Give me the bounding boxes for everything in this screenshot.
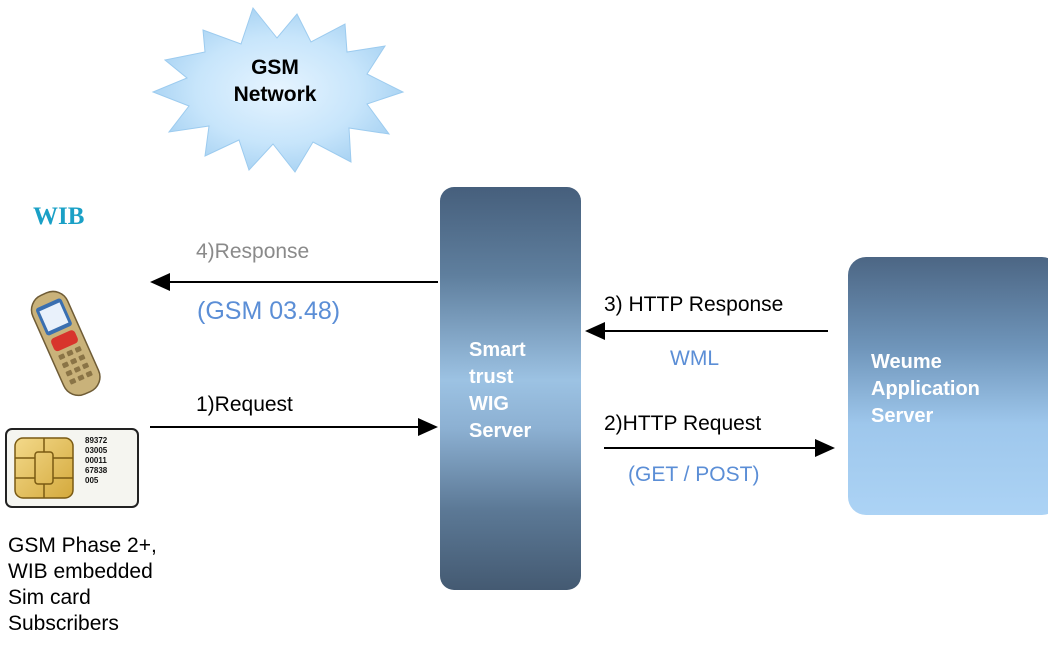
application-server-label-line: Application: [871, 378, 980, 400]
subscribers-line: WIB embedded: [8, 560, 153, 583]
mobile-phone-icon: [30, 290, 101, 397]
sim-digit-line: 67838: [85, 466, 108, 475]
application-server-label-line: Weume: [871, 351, 942, 373]
cloud-label-line2: Network: [233, 83, 317, 106]
http-request-label: 2)HTTP Request: [604, 412, 762, 435]
response-arrow: [150, 273, 438, 291]
wig-server-label: Smart trust WIG Server: [469, 337, 531, 445]
response-label: 4)Response: [196, 240, 310, 263]
gsm-network-cloud: [151, 6, 405, 173]
request-label: 1)Request: [196, 393, 293, 416]
subscribers-line: GSM Phase 2+,: [8, 534, 157, 557]
http-response-arrow: [585, 322, 828, 340]
wib-title: WIB: [33, 203, 85, 230]
request-arrow: [150, 418, 438, 436]
response-protocol-label: (GSM 03.48): [197, 297, 341, 325]
cloud-label: GSM Network: [220, 54, 330, 108]
subscribers-line: Sim card: [8, 586, 91, 609]
sim-digit-line: 89372: [85, 436, 108, 445]
wig-server-label-line: Smart: [469, 339, 526, 361]
http-response-format-label: WML: [670, 347, 719, 370]
subscribers-caption: GSM Phase 2+, WIB embedded Sim card Subs…: [8, 533, 157, 637]
http-request-method-label: (GET / POST): [628, 463, 760, 486]
sim-digit-line: 005: [85, 476, 99, 485]
sim-digit-line: 00011: [85, 456, 107, 465]
subscribers-line: Subscribers: [8, 612, 119, 635]
http-request-arrow: [604, 439, 835, 457]
cloud-label-line1: GSM: [251, 56, 299, 79]
wig-server-label-line: WIG: [469, 393, 509, 415]
sim-card-digits: 89372 03005 00011 67838 005: [85, 436, 107, 486]
sim-digit-line: 03005: [85, 446, 108, 455]
sim-card-icon: 89372 03005 00011 67838 005: [5, 428, 139, 508]
wig-server-label-line: trust: [469, 366, 514, 388]
application-server-label: Weume Application Server: [871, 349, 980, 430]
application-server-label-line: Server: [871, 405, 934, 427]
http-response-label: 3) HTTP Response: [604, 293, 784, 316]
application-server-box: Weume Application Server: [848, 257, 1048, 515]
wig-server-label-line: Server: [469, 420, 532, 442]
wig-server-box: Smart trust WIG Server: [440, 187, 581, 590]
